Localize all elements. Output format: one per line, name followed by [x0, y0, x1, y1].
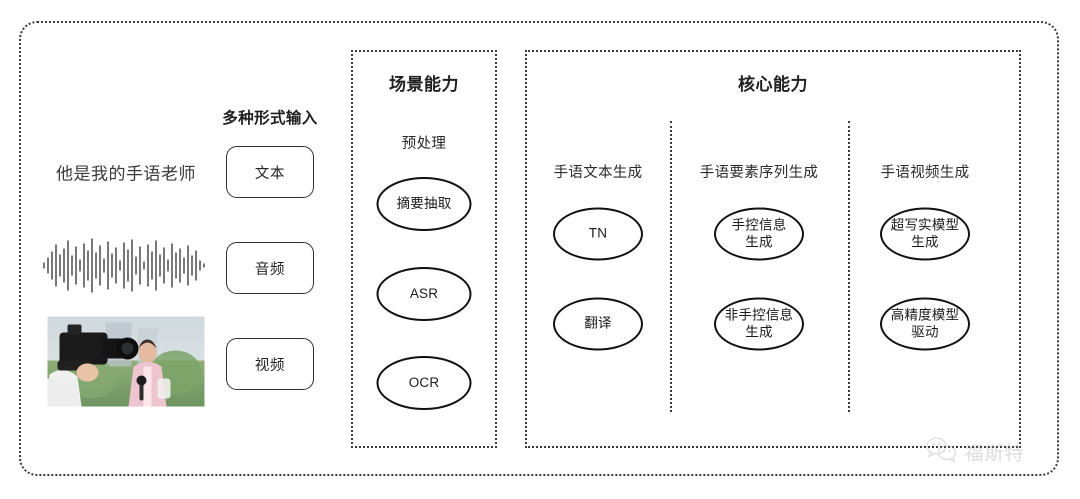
node-non-manual-signal-generation[interactable]: 非手控信息 生成 [714, 297, 804, 351]
node-line-1: 手控信息 [731, 217, 787, 233]
scene-capability-title: 场景能力 [389, 75, 459, 94]
core-capability-panel [525, 50, 1021, 448]
core-column-divider-2 [848, 121, 850, 412]
input-button-video[interactable]: 视频 [226, 338, 314, 390]
node-ocr[interactable]: OCR [376, 356, 472, 410]
core-column-header-sign-video-generation: 手语视频生成 [880, 165, 970, 181]
core-column-header-sign-text-generation: 手语文本生成 [553, 165, 643, 181]
node-line-2: 驱动 [911, 324, 939, 339]
input-section-heading: 多种形式输入 [222, 110, 318, 127]
node-line-1: 超写实模型 [890, 217, 960, 233]
outer-frame [19, 21, 1059, 476]
node-line-2: 生成 [745, 234, 773, 249]
node-photorealistic-model-generation[interactable]: 超写实模型 生成 [880, 207, 970, 261]
input-button-text[interactable]: 文本 [226, 146, 314, 198]
node-line-1: 高精度模型 [890, 307, 960, 323]
input-button-audio[interactable]: 音频 [226, 242, 314, 294]
node-asr[interactable]: ASR [376, 267, 472, 321]
scene-capability-panel [351, 50, 497, 448]
input-sample-text: 他是我的手语老师 [56, 164, 196, 184]
core-capability-title: 核心能力 [738, 75, 808, 94]
node-translation[interactable]: 翻译 [553, 297, 643, 351]
node-line-2: 生成 [745, 324, 773, 339]
node-line-2: 生成 [911, 234, 939, 249]
node-manual-signal-generation[interactable]: 手控信息 生成 [714, 207, 804, 261]
node-summary-extraction[interactable]: 摘要抽取 [376, 177, 472, 231]
node-high-precision-model-driving[interactable]: 高精度模型 驱动 [880, 297, 970, 351]
scene-column-header-preprocess: 预处理 [401, 136, 447, 152]
audio-waveform-icon [41, 235, 211, 302]
core-column-header-element-sequence-generation: 手语要素序列生成 [699, 165, 819, 181]
video-thumbnail [47, 316, 205, 412]
node-tn[interactable]: TN [553, 207, 643, 261]
core-column-divider-1 [670, 121, 672, 412]
node-line-1: 非手控信息 [724, 307, 794, 323]
